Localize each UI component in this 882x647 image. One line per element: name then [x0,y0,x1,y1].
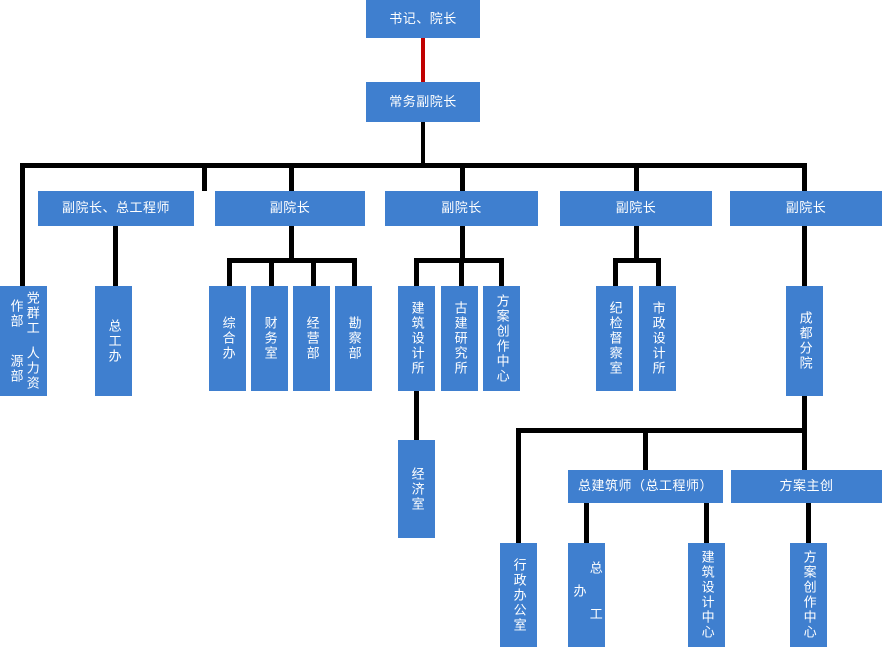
edge-chengdu-drop-chief-architect [643,428,648,470]
node-vp-4[interactable]: 副院长 [560,191,712,226]
node-chengdu-branch[interactable]: 成都分院 [786,286,823,396]
edge-vp2-bus [227,258,357,263]
edge-vp2-drop-finance-office [269,258,274,286]
edge-vp4-drop [634,226,639,260]
node-vp-3[interactable]: 副院长 [385,191,538,226]
edge-vp4-drop-discipline [613,258,618,286]
edge-bus-drop-vp-1 [202,163,207,191]
edge-vp3-drop-architecture-institute [414,258,419,286]
edge-bus-drop-vp-4 [634,163,639,191]
edge-chengdu-drop [802,396,807,430]
node-vp-1[interactable]: 副院长、总工程师 [38,191,194,226]
edge-vp1-to-chief-engineer-office [113,226,118,286]
node-party-affairs-label: 党群工作部 [8,291,40,336]
node-discipline-inspection[interactable]: 纪检督察室 [596,286,633,391]
node-executive-vp[interactable]: 常务副院长 [366,82,480,122]
edge-main-bus [20,163,806,168]
node-general-office[interactable]: 综合办 [209,286,246,391]
edge-chengdu-drop-scheme-lead [802,428,807,470]
edge-architecture-institute-to-economics-office [414,391,419,440]
edge-chief-architect-to-chief-engineer-office [584,503,589,543]
node-vp-5[interactable]: 副院长 [730,191,882,226]
edge-bus-drop-party-hr [20,163,25,286]
node-architecture-institute[interactable]: 建筑设计所 [398,286,435,391]
edge-vp2-drop-general-office [227,258,232,286]
node-director[interactable]: 书记、院长 [366,0,480,38]
edge-vp3-drop-scheme-center [499,258,504,286]
node-chief-architect[interactable]: 总建筑师（总工程师） [568,470,723,503]
node-operations-dept[interactable]: 经营部 [293,286,330,391]
node-scheme-creation-center[interactable]: 方案创作中心 [483,286,520,391]
node-scheme-lead[interactable]: 方案主创 [731,470,882,503]
edge-vp3-drop [460,226,465,260]
node-chengdu-scheme-creation-center[interactable]: 方案创作中心 [790,543,827,647]
node-heritage-institute[interactable]: 古建研究所 [441,286,478,391]
edge-bus-drop-vp-2 [289,163,294,191]
edge-vp3-drop-heritage-institute [459,258,464,286]
node-chengdu-chief-engineer-office[interactable]: 总 工 办 [568,543,605,647]
edge-vp5-to-chengdu-branch [802,226,807,286]
edge-chief-architect-to-architecture-design-center [704,503,709,543]
edge-chengdu-bus [516,428,807,433]
node-chief-engineer-office[interactable]: 总工办 [95,286,132,396]
edge-scheme-lead-to-scheme-creation-center [806,503,811,543]
node-finance-office[interactable]: 财务室 [251,286,288,391]
edge-bus-drop-vp-5 [802,163,807,191]
edge-vp4-drop-municipal [656,258,661,286]
node-economics-office[interactable]: 经济室 [398,440,435,538]
node-municipal-institute[interactable]: 市政设计所 [639,286,676,391]
edge-chengdu-drop-admin-office [516,428,521,543]
node-party-hr-combined[interactable]: 党群工作部 人力资源部 [0,286,47,396]
node-architecture-design-center[interactable]: 建筑设计中心 [688,543,725,647]
edge-vp2-drop-survey [352,258,357,286]
edge-director-to-executive-vp [421,38,425,82]
edge-vp4-bus [613,258,661,263]
node-human-resources-label: 人力资源部 [8,346,40,391]
edge-executive-vp-drop [421,122,425,166]
edge-bus-drop-vp-3 [460,163,465,191]
node-survey-dept[interactable]: 勘察部 [335,286,372,391]
edge-vp2-drop-operations [311,258,316,286]
edge-vp2-drop [289,226,294,260]
node-admin-office[interactable]: 行政办公室 [500,543,537,647]
node-vp-2[interactable]: 副院长 [215,191,365,226]
